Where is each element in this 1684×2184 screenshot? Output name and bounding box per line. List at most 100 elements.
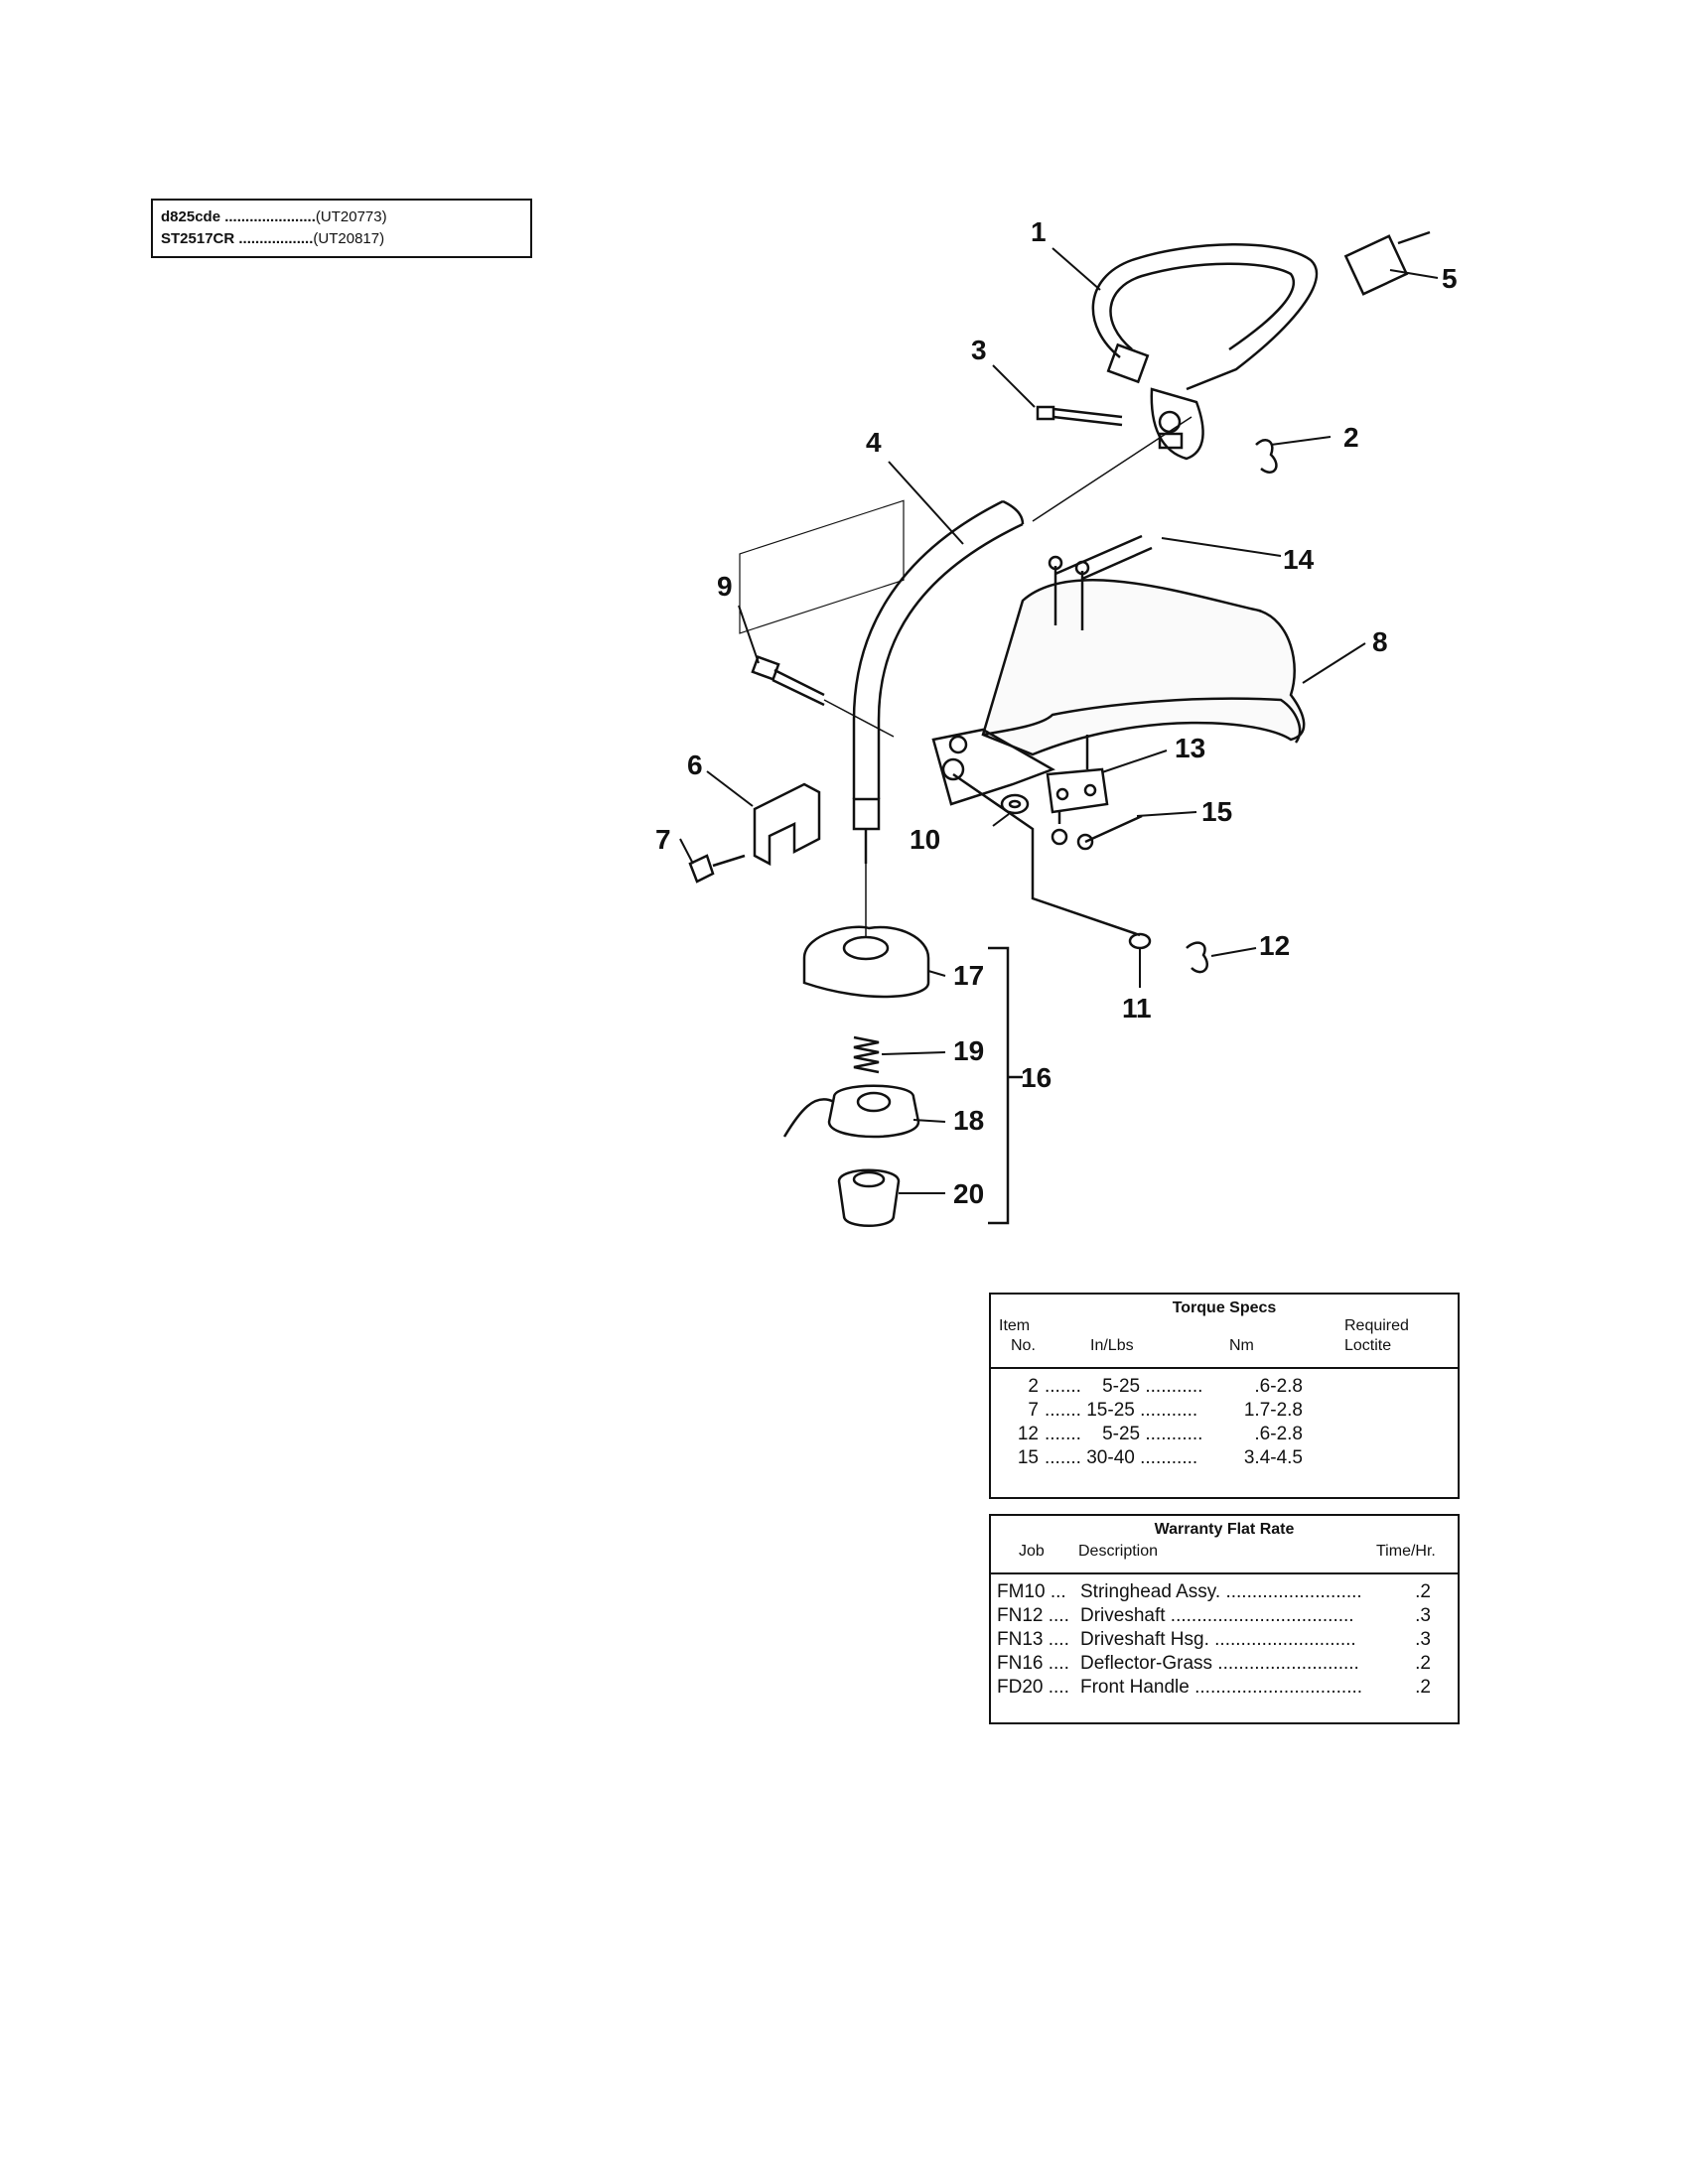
callout-2: 2 [1343,422,1359,453]
spring-part [853,1035,880,1074]
cell-time: .2 [1415,1653,1431,1674]
cell-nm: 3.4-4.5 [1243,1447,1303,1468]
cell-item: 12 [1017,1424,1039,1444]
cell-time: .3 [1415,1605,1431,1626]
cell-inlbs: ....... 30-40 ........... [1045,1447,1198,1468]
table-row: 15 ....... 30-40 ........... 3.4-4.5 [991,1446,1458,1470]
model-row: d825cde ...................... (UT20773) [161,206,522,228]
table-row: FD20 .... Front Handle .................… [997,1676,1458,1700]
exploded-parts-diagram: 1 5 3 2 4 14 8 9 13 6 15 10 7 12 11 17 1… [655,216,1458,1227]
washer-part [1000,793,1030,815]
handle-bolt-part [1036,405,1123,427]
table-row: FN12 .... Driveshaft ...................… [997,1604,1458,1628]
cell-nm: 1.7-2.8 [1243,1400,1303,1421]
bracket-screw-part [688,854,746,884]
cell-job: FM10 ... [997,1581,1066,1602]
model-name: ST2517CR .................. [161,230,314,247]
model-name: d825cde ...................... [161,208,316,225]
torque-title: Torque Specs [1172,1299,1277,1316]
callout-19: 19 [953,1035,984,1066]
callout-20: 20 [953,1178,984,1209]
cell-inlbs: ....... 5-25 ........... [1045,1376,1203,1397]
grip-sleeve-part [1343,230,1431,296]
cell-item: 2 [1028,1376,1039,1397]
wing-nut-part [1255,439,1278,474]
table-row: 12 ....... 5-25 ........... .6-2.8 [991,1423,1458,1446]
cell-time: .3 [1415,1629,1431,1650]
header-loctite-2: Loctite [1344,1337,1392,1354]
callout-16: 16 [1021,1062,1052,1093]
torque-specs-table: Torque Specs Item No. In/Lbs Nm Required… [989,1293,1460,1499]
warranty-rows: FM10 ... Stringhead Assy. ..............… [991,1574,1458,1700]
callout-9: 9 [717,571,733,602]
cell-job: FN13 .... [997,1629,1069,1650]
header-nm: Nm [1229,1337,1254,1354]
cell-item: 7 [1028,1400,1039,1421]
cell-job: FN16 .... [997,1653,1069,1674]
header-job: Job [1019,1543,1045,1560]
table-row: 7 ....... 15-25 ........... 1.7-2.8 [991,1399,1458,1423]
model-list: d825cde ...................... (UT20773)… [151,199,532,258]
header-item-no: No. [1011,1337,1036,1354]
model-row: ST2517CR .................. (UT20817) [161,228,522,250]
cell-job: FN12 .... [997,1605,1069,1626]
cell-description: Driveshaft Hsg. ........................… [1080,1629,1356,1650]
cell-nm: .6-2.8 [1254,1376,1303,1397]
cell-description: Deflector-Grass ........................… [1080,1653,1359,1674]
header-loctite: Required [1344,1317,1409,1334]
callout-13: 13 [1175,733,1205,763]
callout-3: 3 [971,335,987,365]
torque-rows: 2 ....... 5-25 ........... .6-2.8 7 ....… [991,1369,1458,1470]
callout-5: 5 [1442,263,1458,294]
warranty-flat-rate-table: Warranty Flat Rate Job Description Time/… [989,1514,1460,1724]
long-bolt-part [751,655,895,738]
grass-deflector-part [931,579,1306,806]
warranty-title: Warranty Flat Rate [1154,1521,1295,1538]
shaft-housing-part [852,416,1193,864]
callout-8: 8 [1372,626,1388,657]
warranty-header: Job Description Time/Hr. [991,1539,1458,1574]
header-item: Item [999,1317,1031,1334]
cell-inlbs: ....... 5-25 ........... [1045,1424,1203,1444]
assembly-bracket [988,946,1010,1225]
model-code: (UT20773) [315,208,387,225]
deflector-screws-part [1048,534,1153,630]
table-row: 2 ....... 5-25 ........... .6-2.8 [991,1375,1458,1399]
front-handle-part [1091,243,1319,461]
cell-description: Front Handle ...........................… [1080,1677,1363,1698]
header-time: Time/Hr. [1376,1543,1436,1560]
clamp-part [1046,735,1109,814]
callout-18: 18 [953,1105,984,1136]
cell-time: .2 [1415,1677,1431,1698]
spool-part [782,1084,920,1139]
leader-lines [679,247,1439,1194]
cell-job: FD20 .... [997,1677,1069,1698]
table-row: FM10 ... Stringhead Assy. ..............… [997,1580,1458,1604]
wing-nut-washer-part [952,772,1208,974]
callout-4: 4 [866,427,882,458]
table-row: FN13 .... Driveshaft Hsg. ..............… [997,1628,1458,1652]
cell-item: 15 [1017,1447,1039,1468]
torque-header: Item No. In/Lbs Nm Required Loctite [991,1317,1458,1369]
bump-knob-part [837,1168,901,1227]
callout-12: 12 [1259,930,1290,961]
callout-17: 17 [953,960,984,991]
cell-nm: .6-2.8 [1254,1424,1303,1444]
header-description: Description [1078,1543,1159,1560]
callout-10: 10 [910,824,940,855]
callout-1: 1 [1031,216,1047,247]
model-code: (UT20817) [313,230,385,247]
callout-7: 7 [655,824,671,855]
cell-description: Stringhead Assy. .......................… [1080,1581,1362,1602]
cell-description: Driveshaft .............................… [1080,1605,1354,1626]
callout-15: 15 [1201,796,1232,827]
header-inlbs: In/Lbs [1090,1337,1134,1354]
bracket-part [739,499,905,867]
clamp-nuts-part [1051,812,1143,851]
stringhead-housing-part [802,864,930,999]
callout-14: 14 [1283,544,1315,575]
cell-inlbs: ....... 15-25 ........... [1045,1400,1198,1421]
callout-6: 6 [687,750,703,780]
callout-11: 11 [1122,993,1152,1024]
cell-time: .2 [1415,1581,1431,1602]
